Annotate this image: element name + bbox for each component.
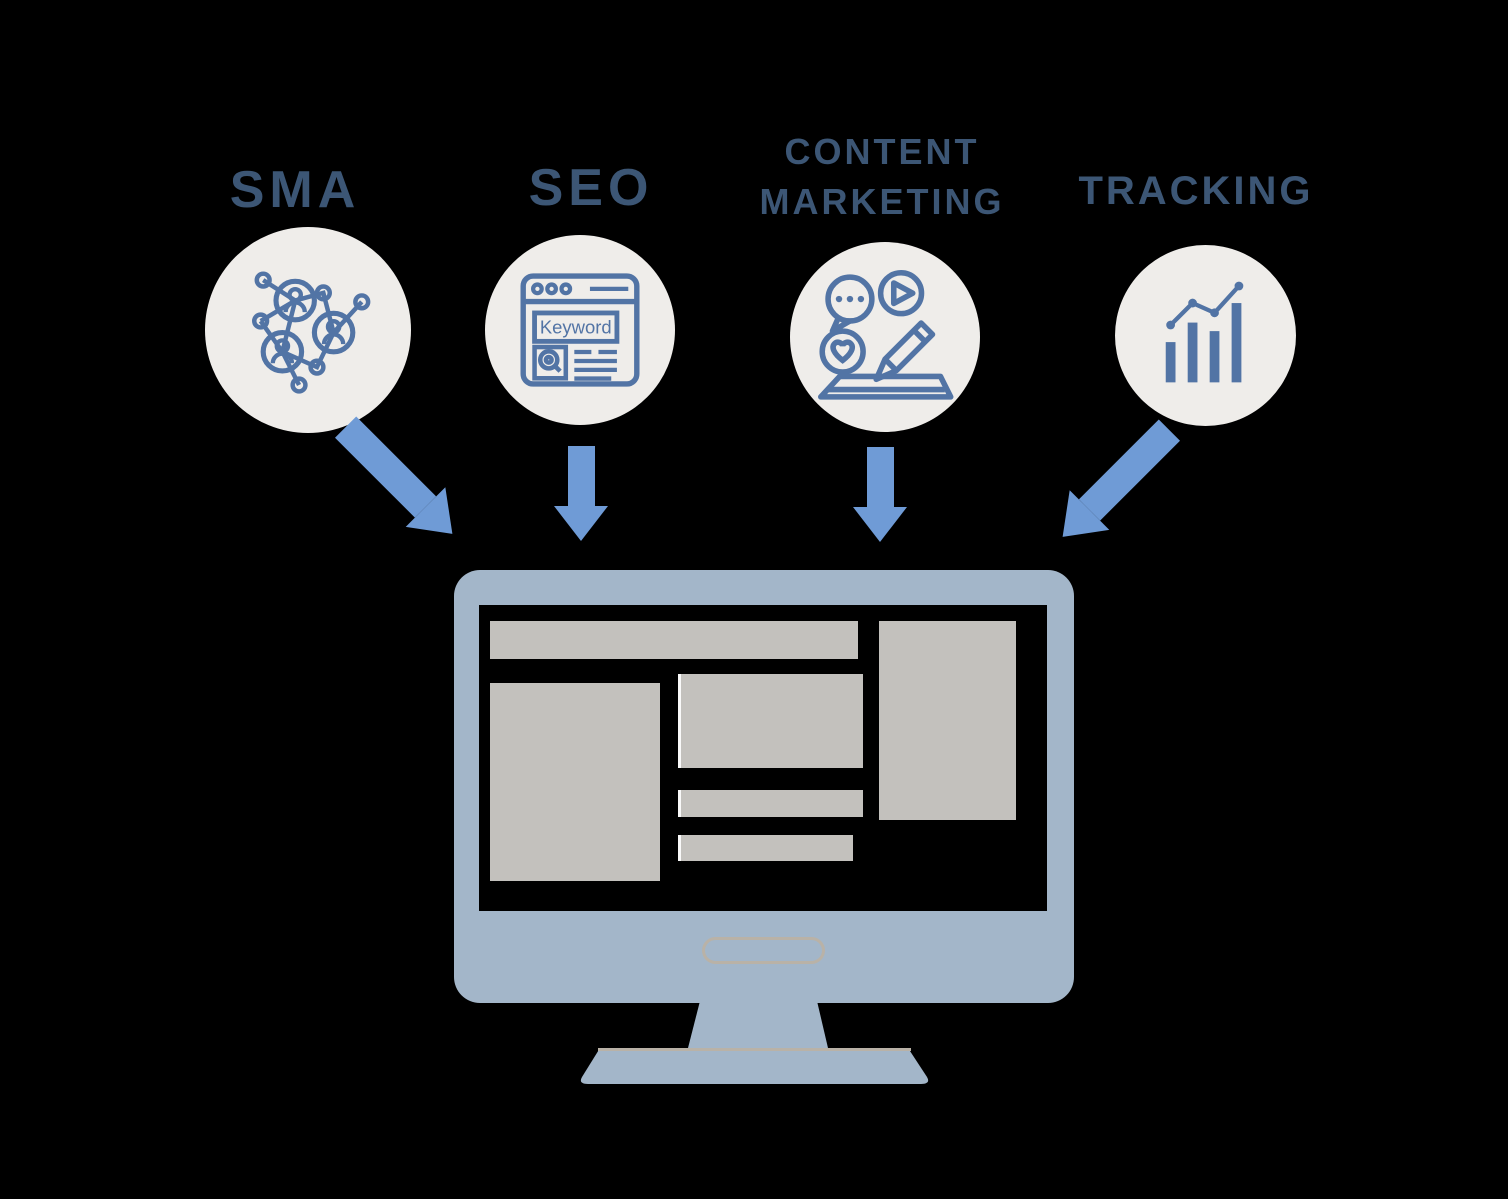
heart-badge xyxy=(819,328,866,375)
stand-base xyxy=(580,1048,929,1084)
arrow-shaft xyxy=(335,416,437,518)
arrow-shaft xyxy=(1078,419,1180,521)
seo-keyword-browser-icon: Keyword xyxy=(520,273,640,387)
title-line-1: CONTENT xyxy=(784,131,980,172)
column-title-sma: SMA xyxy=(229,161,361,219)
screen-banner-block xyxy=(490,621,858,659)
bar-chart xyxy=(1165,302,1241,382)
arrow-head xyxy=(554,506,608,541)
arrow-seo-to-monitor xyxy=(554,446,608,541)
ellipsis-dots xyxy=(835,295,865,303)
browser-window xyxy=(520,273,640,387)
seo-circle: Keyword xyxy=(485,235,675,425)
magnifier xyxy=(532,344,569,381)
arrow-tracking-to-monitor xyxy=(1042,410,1189,557)
keyword-text: Keyword xyxy=(540,317,612,338)
arrow-head xyxy=(853,507,907,542)
content-marketing-icon xyxy=(817,269,954,400)
user-glyphs xyxy=(270,286,346,364)
tracking-circle xyxy=(1115,245,1296,426)
trend-points xyxy=(1165,281,1243,329)
keyword-box xyxy=(532,310,620,344)
arrow-shaft xyxy=(866,447,894,507)
pencil xyxy=(873,320,936,383)
arrow-content-to-monitor xyxy=(853,447,907,542)
arrow-sma-to-monitor xyxy=(326,407,473,554)
screen-text-bar xyxy=(678,790,863,817)
text-lines xyxy=(574,349,617,381)
title-line-2: MARKETING xyxy=(759,181,1005,222)
monitor-stand xyxy=(580,1001,929,1084)
social-media-network-icon xyxy=(252,271,371,394)
screen-center-content-block xyxy=(678,674,863,768)
trend-line xyxy=(1168,284,1241,327)
column-title-seo: SEO xyxy=(528,159,654,217)
stand-neck xyxy=(688,1001,828,1048)
content-marketing-circle xyxy=(790,242,980,432)
column-title-content-marketing: CONTENT MARKETING xyxy=(722,127,1042,227)
drawing-board xyxy=(817,373,954,400)
screen-text-bar xyxy=(678,835,853,861)
browser-controls xyxy=(531,282,629,296)
arrow-shaft xyxy=(567,446,595,506)
tracking-analytics-icon xyxy=(1165,281,1243,382)
monitor-screen xyxy=(479,605,1047,911)
column-title-tracking: TRACKING xyxy=(1078,169,1314,213)
user-nodes xyxy=(260,278,356,374)
screen-left-content-block xyxy=(490,683,660,881)
monitor-frame xyxy=(454,570,1074,1003)
play-button xyxy=(877,269,925,317)
monitor-power-button xyxy=(702,937,825,964)
speech-bubble xyxy=(825,274,875,334)
small-nodes xyxy=(252,271,371,394)
screen-sidebar-block xyxy=(879,621,1016,820)
sma-circle xyxy=(205,227,411,433)
